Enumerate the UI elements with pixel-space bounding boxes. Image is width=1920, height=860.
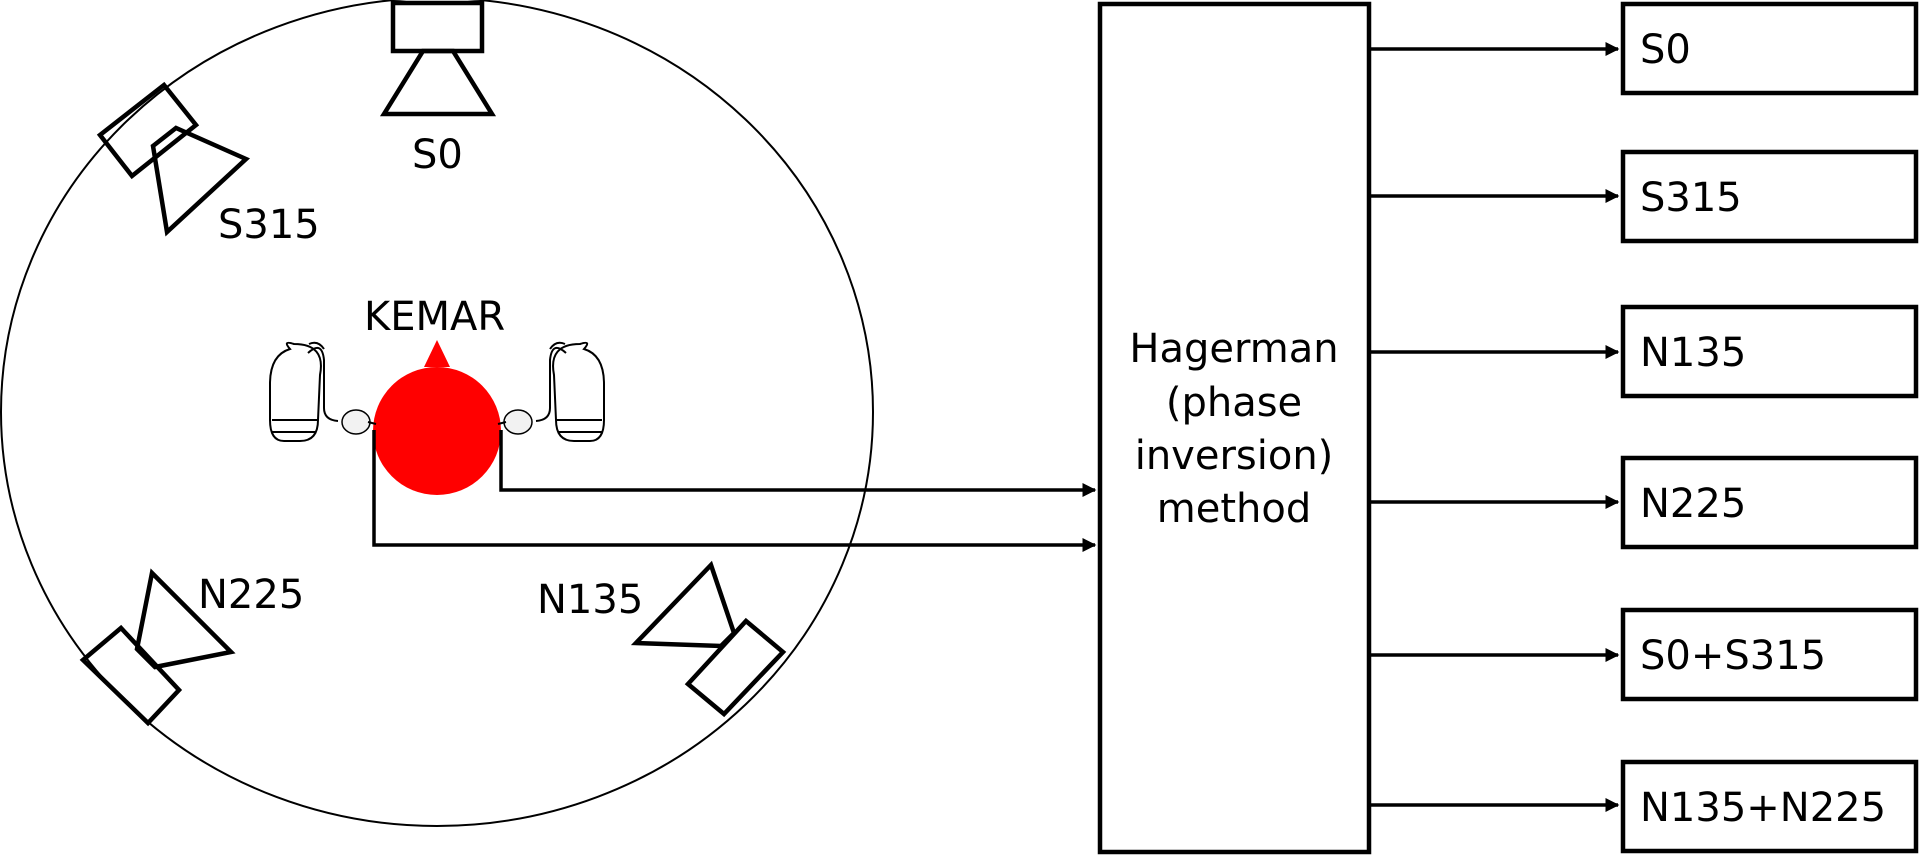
speaker-n135 [630, 560, 787, 718]
speaker-label-n135: N135 [537, 577, 643, 623]
output-label-s0-s315: S0+S315 [1640, 633, 1826, 679]
output-box-n135-n225: N135+N225 [1620, 759, 1919, 854]
head-label: KEMAR [364, 294, 505, 340]
output-box-n135: N135 [1620, 304, 1919, 399]
output-label-n225: N225 [1640, 481, 1746, 527]
room-circle [0, 0, 874, 827]
output-label-s0: S0 [1640, 27, 1691, 73]
right-hearing-aid-icon [497, 341, 605, 442]
speaker-s0 [379, 0, 497, 117]
method-line-3: inversion) [1135, 433, 1334, 479]
left-ear-signal-line [372, 430, 1097, 552]
output-box-s0: S0 [1620, 1, 1919, 96]
method-line-4: method [1157, 486, 1311, 532]
output-box-s0-s315: S0+S315 [1620, 607, 1919, 702]
output-box-n225: N225 [1620, 455, 1919, 550]
kemar-head [373, 340, 501, 495]
output-label-n135-n225: N135+N225 [1640, 785, 1886, 831]
speaker-s315 [96, 81, 251, 237]
speaker-label-s315: S315 [218, 202, 320, 248]
output-box-s315: S315 [1620, 149, 1919, 244]
speaker-label-s0: S0 [412, 132, 463, 178]
method-box [1097, 1, 1372, 855]
speaker-n225 [79, 568, 236, 727]
output-label-s315: S315 [1640, 175, 1742, 221]
speaker-label-n225: N225 [198, 572, 304, 618]
right-ear-signal-line [499, 430, 1097, 497]
method-line-1: Hagerman [1129, 326, 1338, 372]
method-line-2: (phase [1166, 380, 1302, 426]
output-label-n135: N135 [1640, 330, 1746, 376]
left-hearing-aid-icon [269, 341, 377, 442]
